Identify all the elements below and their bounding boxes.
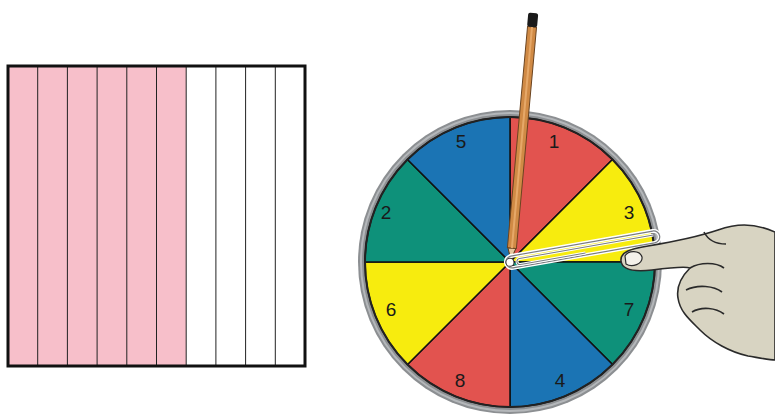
- hand: [621, 225, 775, 360]
- sector-number: 2: [381, 203, 392, 222]
- sector-number: 5: [456, 132, 467, 151]
- sector-number: 4: [555, 371, 566, 390]
- spinner: [358, 110, 662, 414]
- sector-number: 6: [386, 300, 397, 319]
- sector-number: 3: [624, 203, 635, 222]
- fraction-square: [8, 66, 305, 366]
- sector-number: 1: [549, 132, 560, 151]
- sector-number: 8: [455, 371, 466, 390]
- sector-number: 7: [624, 300, 635, 319]
- pencil: [506, 13, 538, 261]
